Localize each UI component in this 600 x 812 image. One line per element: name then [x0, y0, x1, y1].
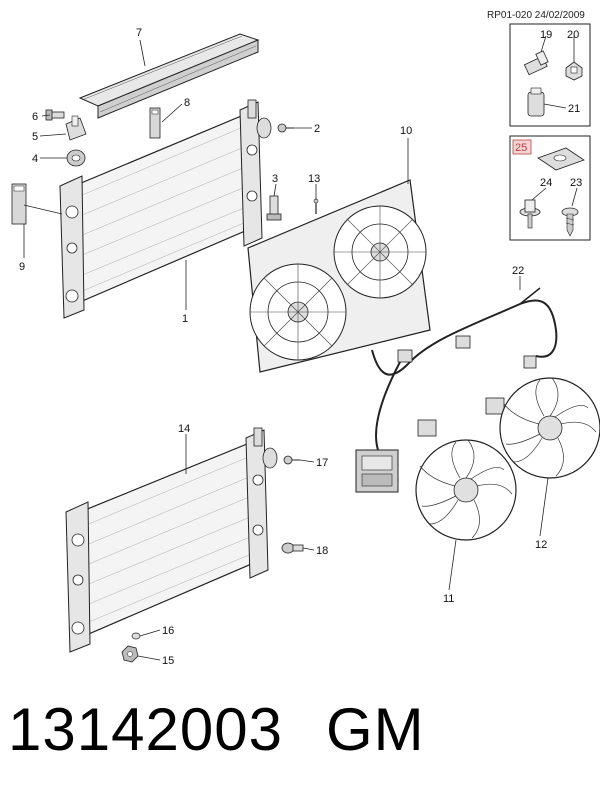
- callout-13: 13: [308, 173, 320, 185]
- screw-24-icon: [519, 199, 541, 229]
- callout-16: 16: [162, 625, 174, 637]
- drain-valve-3-icon: [266, 195, 282, 221]
- bolt-17-icon: [283, 455, 300, 465]
- part-number: 13142003: [8, 696, 283, 763]
- callout-12: 12: [535, 539, 547, 551]
- bolt-2-icon: [277, 123, 294, 133]
- fan-12: [499, 377, 600, 479]
- fan-11: [415, 439, 517, 541]
- callout-7: 7: [136, 27, 142, 39]
- callout-5: 5: [32, 131, 38, 143]
- bracket-5-icon: [65, 115, 87, 141]
- wiring-harness-22: [355, 287, 558, 493]
- seal-block-9: [11, 183, 27, 225]
- nut-15-icon: [121, 645, 139, 663]
- callout-8: 8: [184, 97, 190, 109]
- bracket-25-icon: [537, 147, 585, 171]
- leader-lines: [23, 35, 578, 661]
- radiator-1: [59, 99, 272, 319]
- callout-17: 17: [316, 457, 328, 469]
- callout-9: 9: [19, 261, 25, 273]
- nut-20-icon: [565, 61, 583, 81]
- callout-15: 15: [162, 655, 174, 667]
- hardware-box-lower: [509, 135, 591, 241]
- washer-16-icon: [131, 632, 141, 640]
- seal-block-8: [149, 107, 161, 139]
- callout-4: 4: [32, 153, 38, 165]
- radiator-14: [65, 427, 278, 653]
- callout-22: 22: [512, 265, 524, 277]
- callout-18: 18: [316, 545, 328, 557]
- screw-23-icon: [561, 207, 579, 237]
- callout-19: 19: [540, 29, 552, 41]
- callout-14: 14: [178, 423, 190, 435]
- callout-21: 21: [568, 103, 580, 115]
- brand-name: GM: [326, 696, 425, 763]
- callout-24: 24: [540, 177, 552, 189]
- callout-labels: 7 8 6 5 4 9 1 2 3 13 10 22 14 17 18 16 1…: [19, 27, 582, 667]
- grommet-4-icon: [66, 149, 86, 167]
- callout-2: 2: [314, 123, 320, 135]
- callout-10: 10: [400, 125, 412, 137]
- drawing-reference: RP01-020 24/02/2009: [487, 10, 585, 21]
- callout-23: 23: [570, 177, 582, 189]
- exploded-parts-diagram: RP01-020 24/02/2009: [11, 10, 600, 667]
- callout-25: 25: [515, 142, 527, 154]
- upper-seal-strip-7: [78, 33, 260, 119]
- fan-shroud-10: [247, 179, 431, 373]
- callout-20: 20: [567, 29, 579, 41]
- callout-3: 3: [272, 173, 278, 185]
- callout-11: 11: [443, 593, 454, 605]
- fitting-18-icon: [281, 542, 304, 554]
- pin-13-icon: [313, 198, 319, 214]
- callout-1: 1: [182, 313, 188, 325]
- clip-21-icon: [527, 87, 545, 117]
- bolt-19-icon: [523, 50, 549, 76]
- callout-6: 6: [32, 111, 38, 123]
